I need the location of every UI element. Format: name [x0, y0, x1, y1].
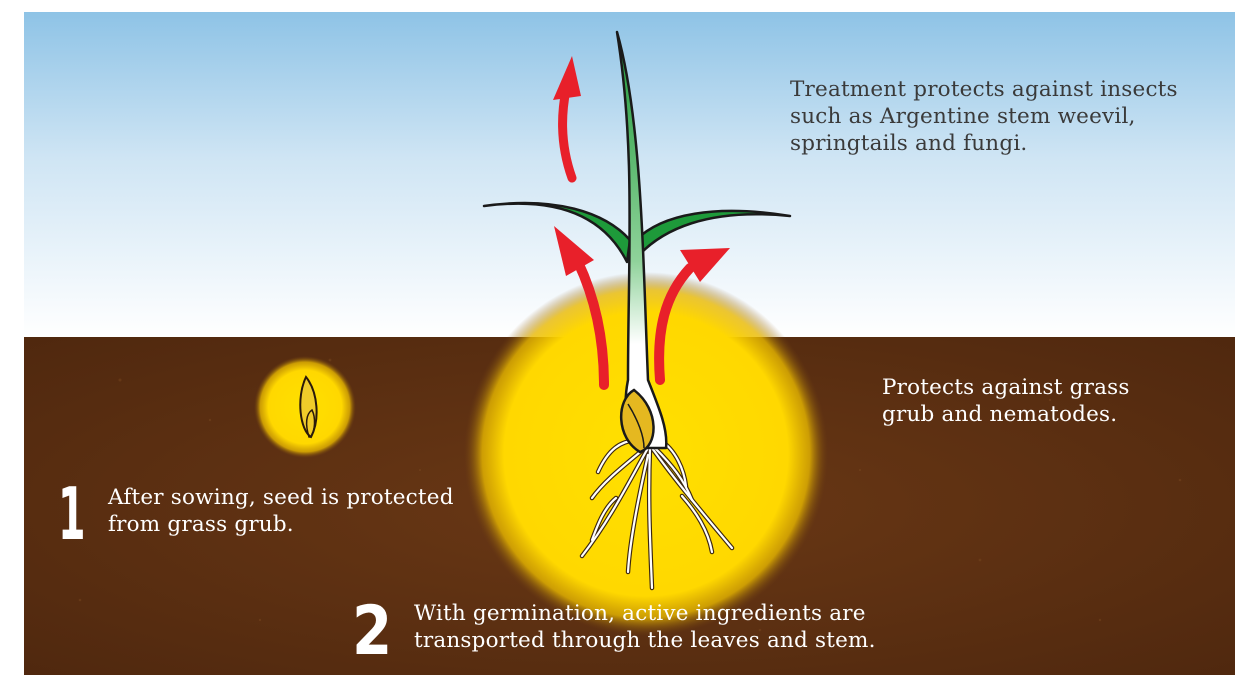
- step-1-number: 1: [58, 478, 86, 550]
- step-2-text: With germination, active ingredients are…: [414, 600, 934, 654]
- step-2-number: 2: [352, 598, 392, 666]
- insect-protection-text: Treatment protects against insects such …: [790, 76, 1190, 157]
- step-1-text: After sowing, seed is protected from gra…: [108, 484, 468, 538]
- soil-protection-text: Protects against grass grub and nematode…: [882, 374, 1182, 428]
